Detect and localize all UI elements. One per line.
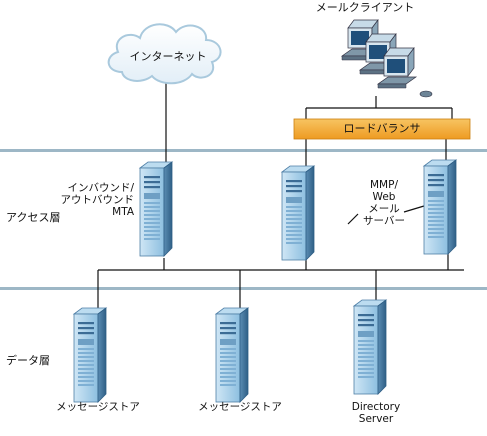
message-store-server-2: [215, 307, 249, 403]
message-store-label-2: メッセージストア: [198, 401, 282, 413]
message-store-label-1: メッセージストア: [56, 401, 140, 413]
mail-client-computers: [341, 19, 433, 98]
mta-server: [139, 161, 173, 257]
mail-client-label: メールクライアント: [315, 1, 415, 14]
tier-divider-bottom: [0, 287, 487, 290]
mmp-server-left: [281, 165, 315, 261]
load-balancer-label: ロードバランサ: [343, 122, 421, 135]
mmp-web-mail-server-label: MMP/ Web メール サーバー: [363, 179, 405, 227]
internet-cloud: [107, 23, 222, 85]
tier-divider-top: [0, 149, 487, 152]
directory-server-label: Directory Server: [351, 401, 401, 425]
internet-label: インターネット: [129, 50, 207, 63]
directory-server: [353, 299, 387, 395]
load-balancer-bar: [293, 118, 471, 140]
message-store-server-1: [73, 307, 107, 403]
access-tier-label: アクセス層: [6, 211, 61, 224]
network-connectors: [97, 78, 464, 310]
mta-label: インバウンド/ アウトバウンド MTA: [60, 182, 135, 218]
data-tier-label: データ層: [6, 354, 50, 367]
mmp-server-right: [423, 159, 457, 255]
